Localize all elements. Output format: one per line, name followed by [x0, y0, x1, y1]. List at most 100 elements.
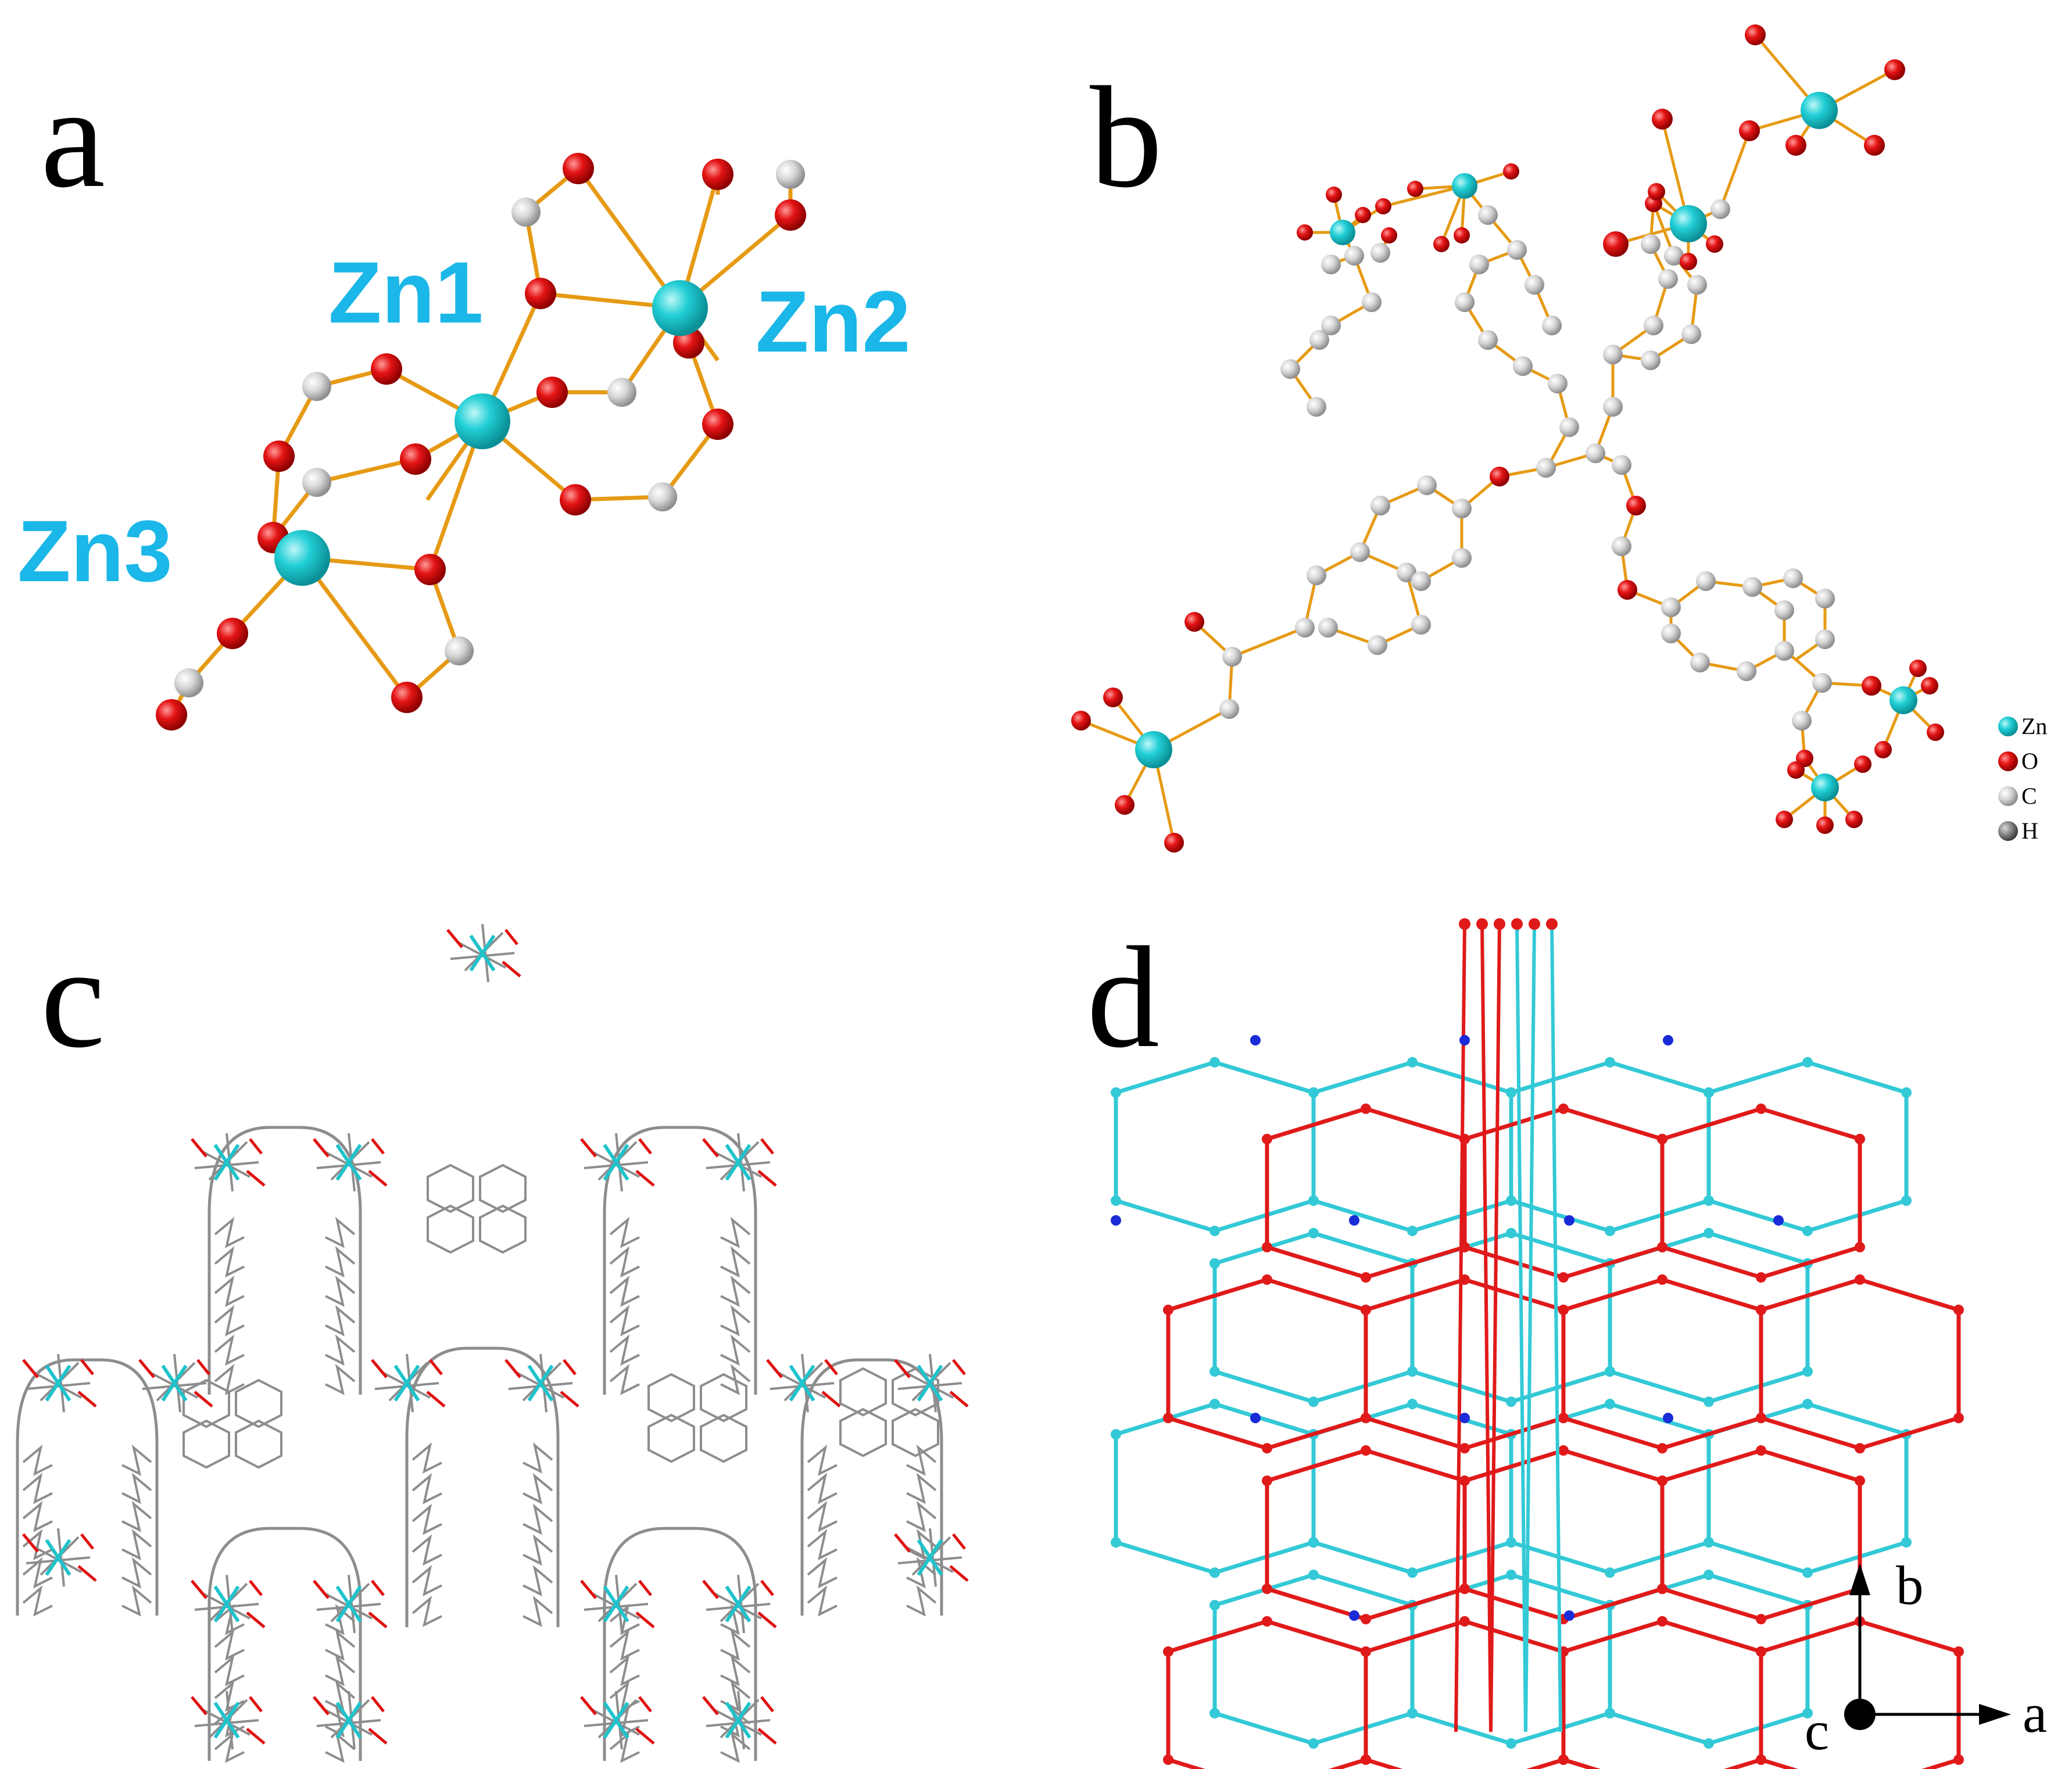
linker-fragment [22, 1585, 53, 1617]
net-rod [1550, 923, 1562, 1732]
panel-a-zinc-atoms [274, 280, 708, 586]
linker-fragment [214, 1246, 245, 1278]
panel-b: b [1071, 24, 2047, 853]
panel-b-zinc-atoms [1135, 92, 1917, 801]
linker-fragment [609, 1655, 640, 1686]
linker-fragment [22, 1528, 53, 1560]
linker-fragment [523, 1442, 553, 1474]
red-net-cell [1163, 1274, 1371, 1454]
linker-fragment [325, 1629, 356, 1661]
cyan-net-cell [1209, 1569, 1418, 1749]
aromatic-ring [839, 1408, 887, 1458]
zn-node-cluster [894, 1353, 969, 1413]
cyan-net-cell [1605, 1227, 1813, 1408]
linker-fragment [720, 1334, 751, 1366]
panel-d-axes: b a c [1805, 1555, 2047, 1761]
zn3-atom [274, 530, 330, 586]
red-net-cell [1558, 1616, 1766, 1769]
linker-fragment [214, 1629, 245, 1661]
net-node [1459, 1035, 1470, 1045]
zn-node-cluster [702, 1574, 777, 1634]
linker-fragment [214, 1305, 245, 1337]
net-node [1250, 1035, 1261, 1045]
aromatic-ring [235, 1419, 282, 1469]
red-net-cell [1558, 1274, 1766, 1454]
linker-fragment [807, 1585, 838, 1617]
zn-node-cluster [371, 1353, 446, 1413]
red-net-cell [1657, 1445, 1865, 1625]
linker-fragment [22, 1473, 53, 1505]
linker-fragment [807, 1444, 838, 1476]
linker-fragment [121, 1528, 152, 1560]
zn-node-cluster [22, 1528, 97, 1587]
zn-node-cluster [191, 1133, 266, 1192]
zn-node-cluster [580, 1691, 655, 1750]
zn-node-cluster [313, 1133, 388, 1192]
legend-c-swatch [1998, 786, 2018, 806]
zn-node-cluster [191, 1691, 266, 1750]
linker-fragment [523, 1503, 553, 1535]
red-net-cell [1459, 1103, 1667, 1283]
linker-fragment [609, 1216, 640, 1248]
pore-outline [207, 1527, 362, 1761]
linker-fragment [214, 1603, 245, 1635]
axis-b-label: b [1896, 1555, 1924, 1616]
axis-a-arrowhead [1979, 1704, 2011, 1725]
linker-fragment [523, 1564, 553, 1596]
net-node [1349, 1610, 1359, 1621]
panel-c: c [16, 917, 969, 1763]
linker-fragment [720, 1246, 751, 1278]
panel-b-oxygen-atoms [1071, 24, 1944, 853]
cyan-net-cell [1506, 1057, 1714, 1237]
zn-node-cluster [313, 1691, 388, 1750]
zn2-atom [652, 280, 708, 336]
panel-a-carbon-atoms [174, 160, 805, 697]
pore-outline [16, 1358, 159, 1616]
aromatic-ring [235, 1378, 282, 1428]
linker-fragment [807, 1557, 838, 1589]
linker-fragment [720, 1680, 751, 1712]
linker-fragment [411, 1595, 442, 1627]
panel-d: d b a c [1087, 917, 2047, 1769]
linker-fragment [720, 1216, 751, 1248]
linker-fragment [121, 1557, 152, 1589]
aromatic-ring [182, 1378, 230, 1428]
linker-fragment [906, 1501, 937, 1532]
linker-fragment [325, 1731, 356, 1763]
linker-fragment [214, 1363, 245, 1395]
linker-fragment [807, 1473, 838, 1505]
net-node [1250, 1413, 1261, 1423]
zn-node-cluster [138, 1353, 213, 1413]
linker-fragment [411, 1473, 442, 1505]
linker-fragment [22, 1501, 53, 1532]
zn-node-cluster [313, 1574, 388, 1634]
linker-fragment [411, 1503, 442, 1535]
net-node [1663, 1413, 1673, 1423]
zn2-label: Zn2 [756, 273, 911, 370]
panel-label-c: c [41, 917, 105, 1078]
linker-fragment [523, 1473, 553, 1505]
axis-c-label: c [1805, 1700, 1829, 1761]
aromatic-ring [479, 1163, 527, 1213]
panel-b-carbon-atoms [1219, 199, 1835, 730]
cyan-net-cell [1209, 1227, 1418, 1408]
red-net-cell [1361, 1274, 1569, 1454]
zn-node-cluster [702, 1691, 777, 1750]
red-net-cell [1756, 1274, 1964, 1454]
red-net-cell [1163, 1616, 1371, 1769]
zn-node-cluster [580, 1133, 655, 1192]
linker-fragment [121, 1444, 152, 1476]
net-node [1459, 1413, 1470, 1423]
axis-c-dot [1844, 1699, 1876, 1730]
panel-a-oxygen-atoms [156, 153, 806, 730]
linker-fragment [609, 1363, 640, 1395]
linker-fragment [523, 1534, 553, 1566]
linker-fragment [411, 1564, 442, 1596]
linker-fragment [214, 1275, 245, 1307]
linker-fragment [22, 1444, 53, 1476]
net-node [1773, 1215, 1784, 1226]
aromatic-ring [479, 1204, 527, 1254]
zn-node-cluster [766, 1353, 841, 1413]
linker-fragment [214, 1334, 245, 1366]
